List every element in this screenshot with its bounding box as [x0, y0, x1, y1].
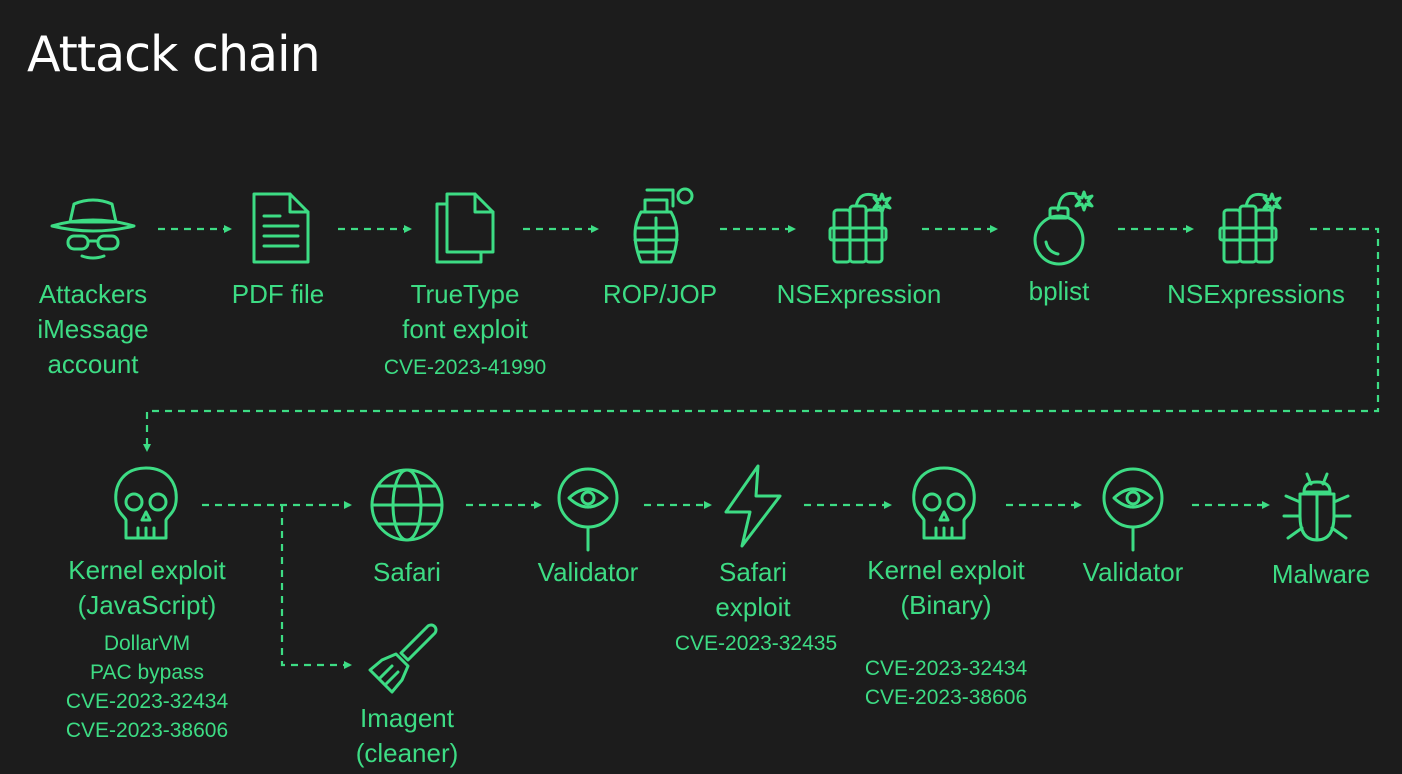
- files-icon: [435, 192, 495, 264]
- node-sub-kerneljs: DollarVM PAC bypass CVE-2023-32434 CVE-2…: [65, 632, 229, 742]
- bug-icon: [1282, 472, 1352, 542]
- eye-pin-icon: [557, 467, 619, 552]
- grenade-icon: [633, 187, 694, 264]
- broom-icon: [368, 623, 438, 694]
- document-icon: [252, 192, 310, 264]
- bomb-icon: [1033, 190, 1094, 266]
- node-label-kerneljs: Kernel exploit (JavaScript): [68, 555, 226, 620]
- node-label-attacker: Attackers iMessage account: [37, 279, 149, 379]
- skull-icon: [912, 466, 976, 540]
- eye-pin-icon: [1102, 467, 1164, 552]
- spy-icon: [50, 198, 136, 260]
- node-label-nsexprs: NSExpressions: [1167, 279, 1345, 309]
- node-label-pdf: PDF file: [231, 279, 325, 309]
- node-sub-kernelbin: CVE-2023-32434 CVE-2023-38606: [864, 657, 1028, 709]
- node-sub-truetype: CVE-2023-41990: [383, 356, 547, 379]
- node-label-validator1: Validator: [537, 557, 639, 587]
- node-label-bplist: bplist: [1028, 276, 1090, 306]
- node-label-safariexp: Safari exploit: [715, 557, 791, 622]
- node-label-nsexpr: NSExpression: [776, 279, 942, 309]
- page-title: Attack chain: [27, 26, 321, 83]
- node-label-truetype: TrueType font exploit: [402, 279, 528, 344]
- node-label-safari: Safari: [373, 557, 441, 587]
- globe-icon: [370, 468, 444, 542]
- dynamite-icon: [1218, 192, 1282, 264]
- node-label-kernelbin: Kernel exploit (Binary): [867, 555, 1025, 620]
- arrow-kerneljs-imagent: [280, 505, 352, 669]
- skull-icon: [114, 466, 178, 540]
- lightning-icon: [724, 464, 782, 548]
- node-label-imagent: Imagent (cleaner): [355, 703, 459, 768]
- dynamite-icon: [828, 192, 892, 264]
- node-label-rop: ROP/JOP: [602, 279, 718, 309]
- node-label-validator2: Validator: [1082, 557, 1184, 587]
- node-sub-safariexp: CVE-2023-32435: [674, 632, 838, 655]
- node-label-malware: Malware: [1271, 559, 1371, 589]
- arrow-nsexprs-kerneljs: [143, 227, 1380, 452]
